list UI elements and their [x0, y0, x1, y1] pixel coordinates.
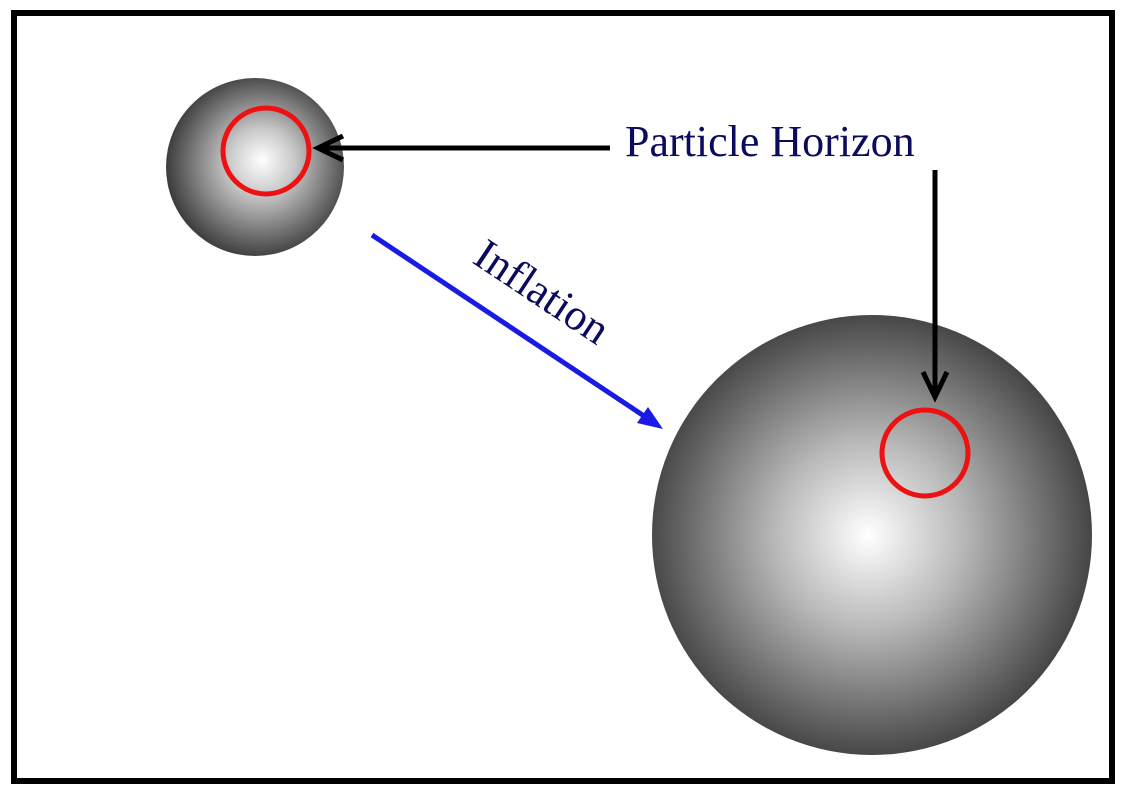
particle-horizon-circle-small: [220, 105, 312, 197]
particle-horizon-label: Particle Horizon: [625, 117, 915, 166]
large-universe-sphere: [652, 315, 1092, 755]
particle-horizon-circle-large: [879, 407, 971, 499]
arrow-down-icon: [920, 170, 950, 403]
small-universe-sphere: [166, 78, 344, 256]
arrow-diagonal-icon: [370, 232, 663, 429]
arrow-left-icon: [312, 133, 610, 163]
